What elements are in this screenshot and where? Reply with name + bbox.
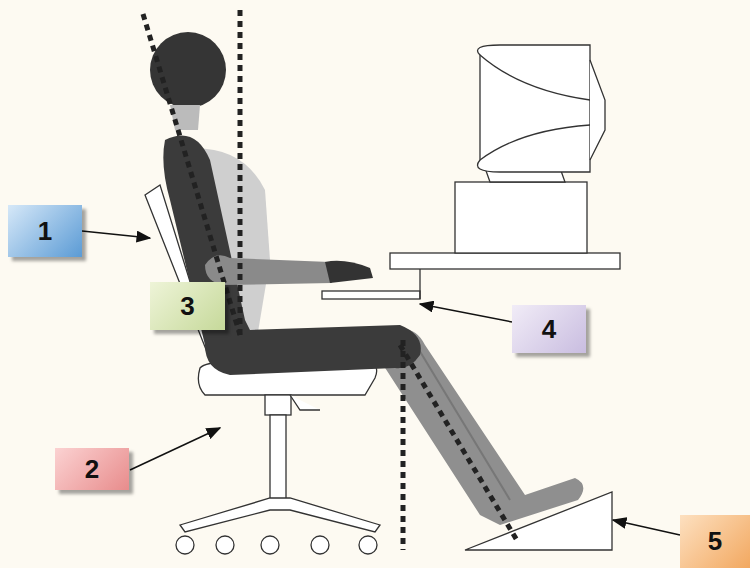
- callout-number: 4: [512, 305, 586, 353]
- callout-number: 3: [150, 282, 225, 330]
- callout-number: 5: [680, 515, 750, 568]
- alignment-line: [143, 10, 518, 550]
- callout-number: 1: [8, 205, 82, 257]
- person: [150, 32, 583, 525]
- desk: [322, 45, 620, 299]
- callout-number: 2: [55, 448, 129, 490]
- leader-arrow: [82, 231, 680, 535]
